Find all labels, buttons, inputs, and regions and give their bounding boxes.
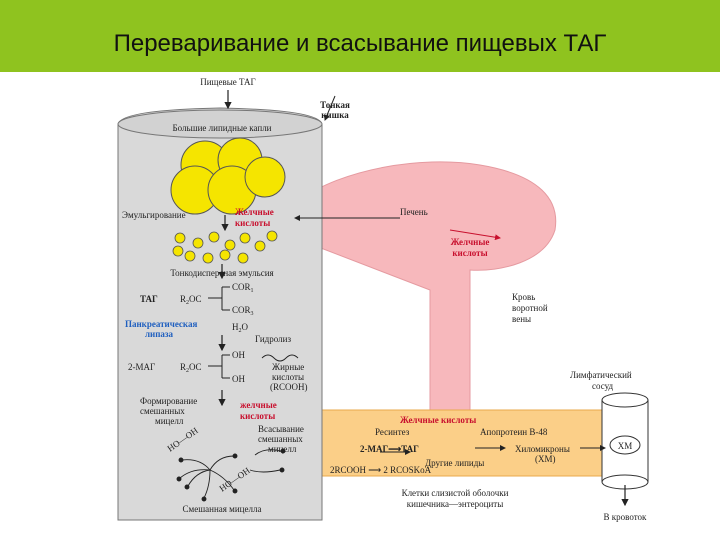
fatty-acids-line-2: кислоты <box>272 372 304 382</box>
resynthesis-label: Ресинтез <box>375 427 410 437</box>
other-lipids-label: Другие липиды <box>425 458 484 468</box>
fine-emulsion-label: Тонкодисперсная эмульсия <box>170 268 273 278</box>
micelle-formation-line-3: мицелл <box>155 416 184 426</box>
r2oc-b-label: R2OC <box>180 362 202 374</box>
chylomicrons-line-1: Хиломикроны <box>515 444 570 454</box>
micelle-formation-line-1: Формирование <box>140 396 197 406</box>
xm-label: ХМ <box>618 441 633 451</box>
mixed-micelle-label: Смешанная мицелла <box>183 504 262 514</box>
mixed-micelle-sketch <box>176 448 286 502</box>
bile-acids-3-line-1: желчные <box>240 400 277 410</box>
small-intestine-label-1: Тонкая <box>320 100 350 110</box>
tag-label: ТАГ <box>140 294 158 304</box>
title-bar <box>0 0 720 72</box>
oh-top-label: OH <box>232 350 245 360</box>
tag-digestion-diagram: Пищевые ТАГ Тонкая кишка Большие липидны… <box>117 77 649 522</box>
liver-shape <box>299 161 557 421</box>
fatty-acids-line-3: (RCOOH) <box>270 382 308 392</box>
pancreatic-lipase-line-2: липаза <box>145 329 174 339</box>
fine-emulsion-droplets <box>172 230 278 264</box>
micelle-absorption-line-2: смешанных <box>258 434 303 444</box>
lymph-vessel-line-1: Лимфатический <box>570 370 632 380</box>
small-intestine-label-2: кишка <box>321 110 349 120</box>
slide-title: Переваривание и всасывание пищевых ТАГ <box>113 30 607 57</box>
bile-acids-2-line-2: кислоты <box>452 248 487 258</box>
h2o-label: H2O <box>232 322 249 334</box>
to-blood-label: В кровоток <box>604 512 648 522</box>
micelle-formation-line-2: смешанных <box>140 406 185 416</box>
emulsification-label: Эмульгирование <box>122 210 186 220</box>
bile-acids-1-line-1: Желчные <box>235 207 274 217</box>
dietary-tag-label: Пищевые ТАГ <box>200 77 256 87</box>
lymph-vessel-cylinder <box>601 392 649 490</box>
bile-acids-3-line-2: кислоты <box>240 411 275 421</box>
bile-acids-2-line-1: Желчные <box>451 237 490 247</box>
portal-vein-line-2: воротной <box>512 303 548 313</box>
portal-vein-line-1: Кровь <box>512 292 535 302</box>
chylomicrons-line-2: (ХМ) <box>535 454 556 464</box>
cells-line-2: кишечника—энтероциты <box>407 499 504 509</box>
lymph-vessel-line-2: сосуд <box>592 381 614 391</box>
rcooh-label: 2RCOOH ⟶ 2 RCOSKoA <box>330 465 432 475</box>
micelle-absorption-line-1: Всасывание <box>258 424 304 434</box>
cells-line-1: Клетки слизистой оболочки <box>402 488 509 498</box>
large-lipid-droplets <box>170 137 286 215</box>
enterocyte-bile-acids: Желчные кислоты <box>400 415 476 425</box>
bile-acids-1-line-2: кислоты <box>235 218 270 228</box>
fatty-acids-line-1: Жирные <box>272 362 304 372</box>
mag-label: 2-МАГ <box>128 362 155 372</box>
r2oc-label: R2OC <box>180 294 202 306</box>
hydrolysis-label: Гидролиз <box>255 334 291 344</box>
oh-bottom-label: OH <box>232 374 245 384</box>
mag-tag-label: 2-МАГ⟶ТАГ <box>360 444 419 454</box>
apoprotein-label: Апопротеин B-48 <box>480 427 548 437</box>
portal-vein-line-3: вены <box>512 314 531 324</box>
pancreatic-lipase-line-1: Панкреатическая <box>125 319 197 329</box>
xm-ellipse <box>609 435 641 455</box>
micelle-absorption-line-3: мицелл <box>268 444 297 454</box>
large-droplets-label: Большие липидные капли <box>173 123 272 133</box>
cor1-label: COR1 <box>232 282 254 294</box>
cor3-label: COR3 <box>232 305 254 317</box>
liver-label: Печень <box>400 207 428 217</box>
